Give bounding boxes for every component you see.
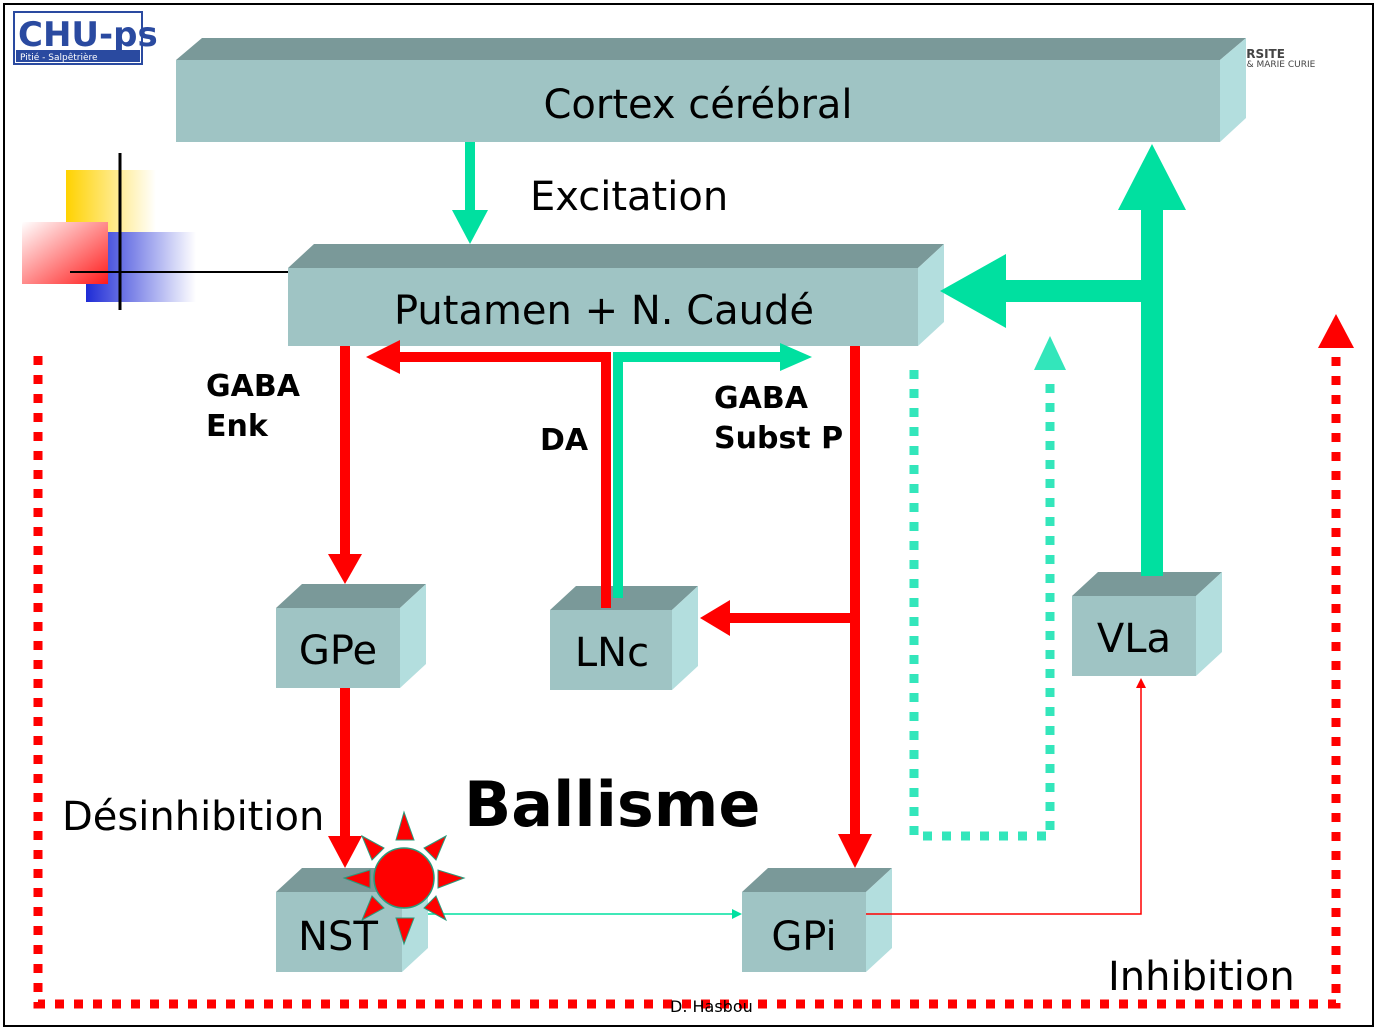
gpi-to-vla-arrow — [866, 678, 1146, 915]
ballisme-title: Ballisme — [464, 768, 760, 841]
nst-label: NST — [298, 914, 378, 960]
vla-label: VLa — [1097, 616, 1171, 662]
cortex-label: Cortex cérébral — [543, 82, 852, 128]
gpe-box: GPe — [276, 584, 426, 688]
putamen-box: Putamen + N. Caudé — [288, 244, 944, 346]
inhibition-label: Inhibition — [1108, 954, 1295, 1000]
gaba-substp-label-line1: GABA — [714, 381, 809, 416]
slide-frame — [3, 3, 1374, 1027]
lnc-box: LNc — [550, 586, 698, 690]
lesion-starburst-icon — [342, 810, 466, 946]
decorative-squares-icon — [22, 153, 292, 310]
vla-to-cortex-arrow — [940, 144, 1186, 576]
desinhibition-label: Désinhibition — [62, 794, 324, 840]
gaba-enk-label-line1: GABA — [206, 369, 301, 404]
cortex-box: Cortex cérébral — [176, 38, 1246, 142]
author-footer: D. Hasbou — [670, 997, 753, 1016]
chu-logo-subtext: Pitié - Salpêtrière — [20, 52, 98, 63]
university-logo-subtext: S & MARIE CURIE — [1238, 60, 1316, 70]
gpi-label: GPi — [771, 914, 836, 960]
chu-logo-text: CHU-ps — [18, 15, 158, 55]
putamen-label: Putamen + N. Caudé — [394, 288, 814, 334]
da-label: DA — [540, 423, 589, 458]
excitation-arrow — [452, 142, 488, 244]
gaba-substp-label-line2: Subst P — [714, 421, 843, 456]
gpe-to-nst-arrow — [328, 688, 362, 868]
gaba-enk-label-line2: Enk — [206, 409, 269, 444]
gpi-box: GPi — [742, 868, 892, 972]
dotted-cyan-loop — [909, 336, 1066, 841]
university-logo-text: ERSITE — [1238, 47, 1285, 61]
excitation-label: Excitation — [530, 174, 728, 220]
university-logo: ERSITE S & MARIE CURIE — [1238, 47, 1316, 70]
putamen-to-gpe-arrow — [328, 346, 362, 584]
gpe-label: GPe — [299, 628, 377, 674]
dotted-red-loop — [33, 314, 1354, 1009]
chu-logo: CHU-ps Pitié - Salpêtrière — [13, 11, 158, 65]
lnc-label: LNc — [575, 630, 649, 676]
putamen-to-gpi-arrow — [700, 346, 872, 868]
da-pathway — [366, 340, 812, 608]
vla-box: VLa — [1072, 572, 1222, 676]
